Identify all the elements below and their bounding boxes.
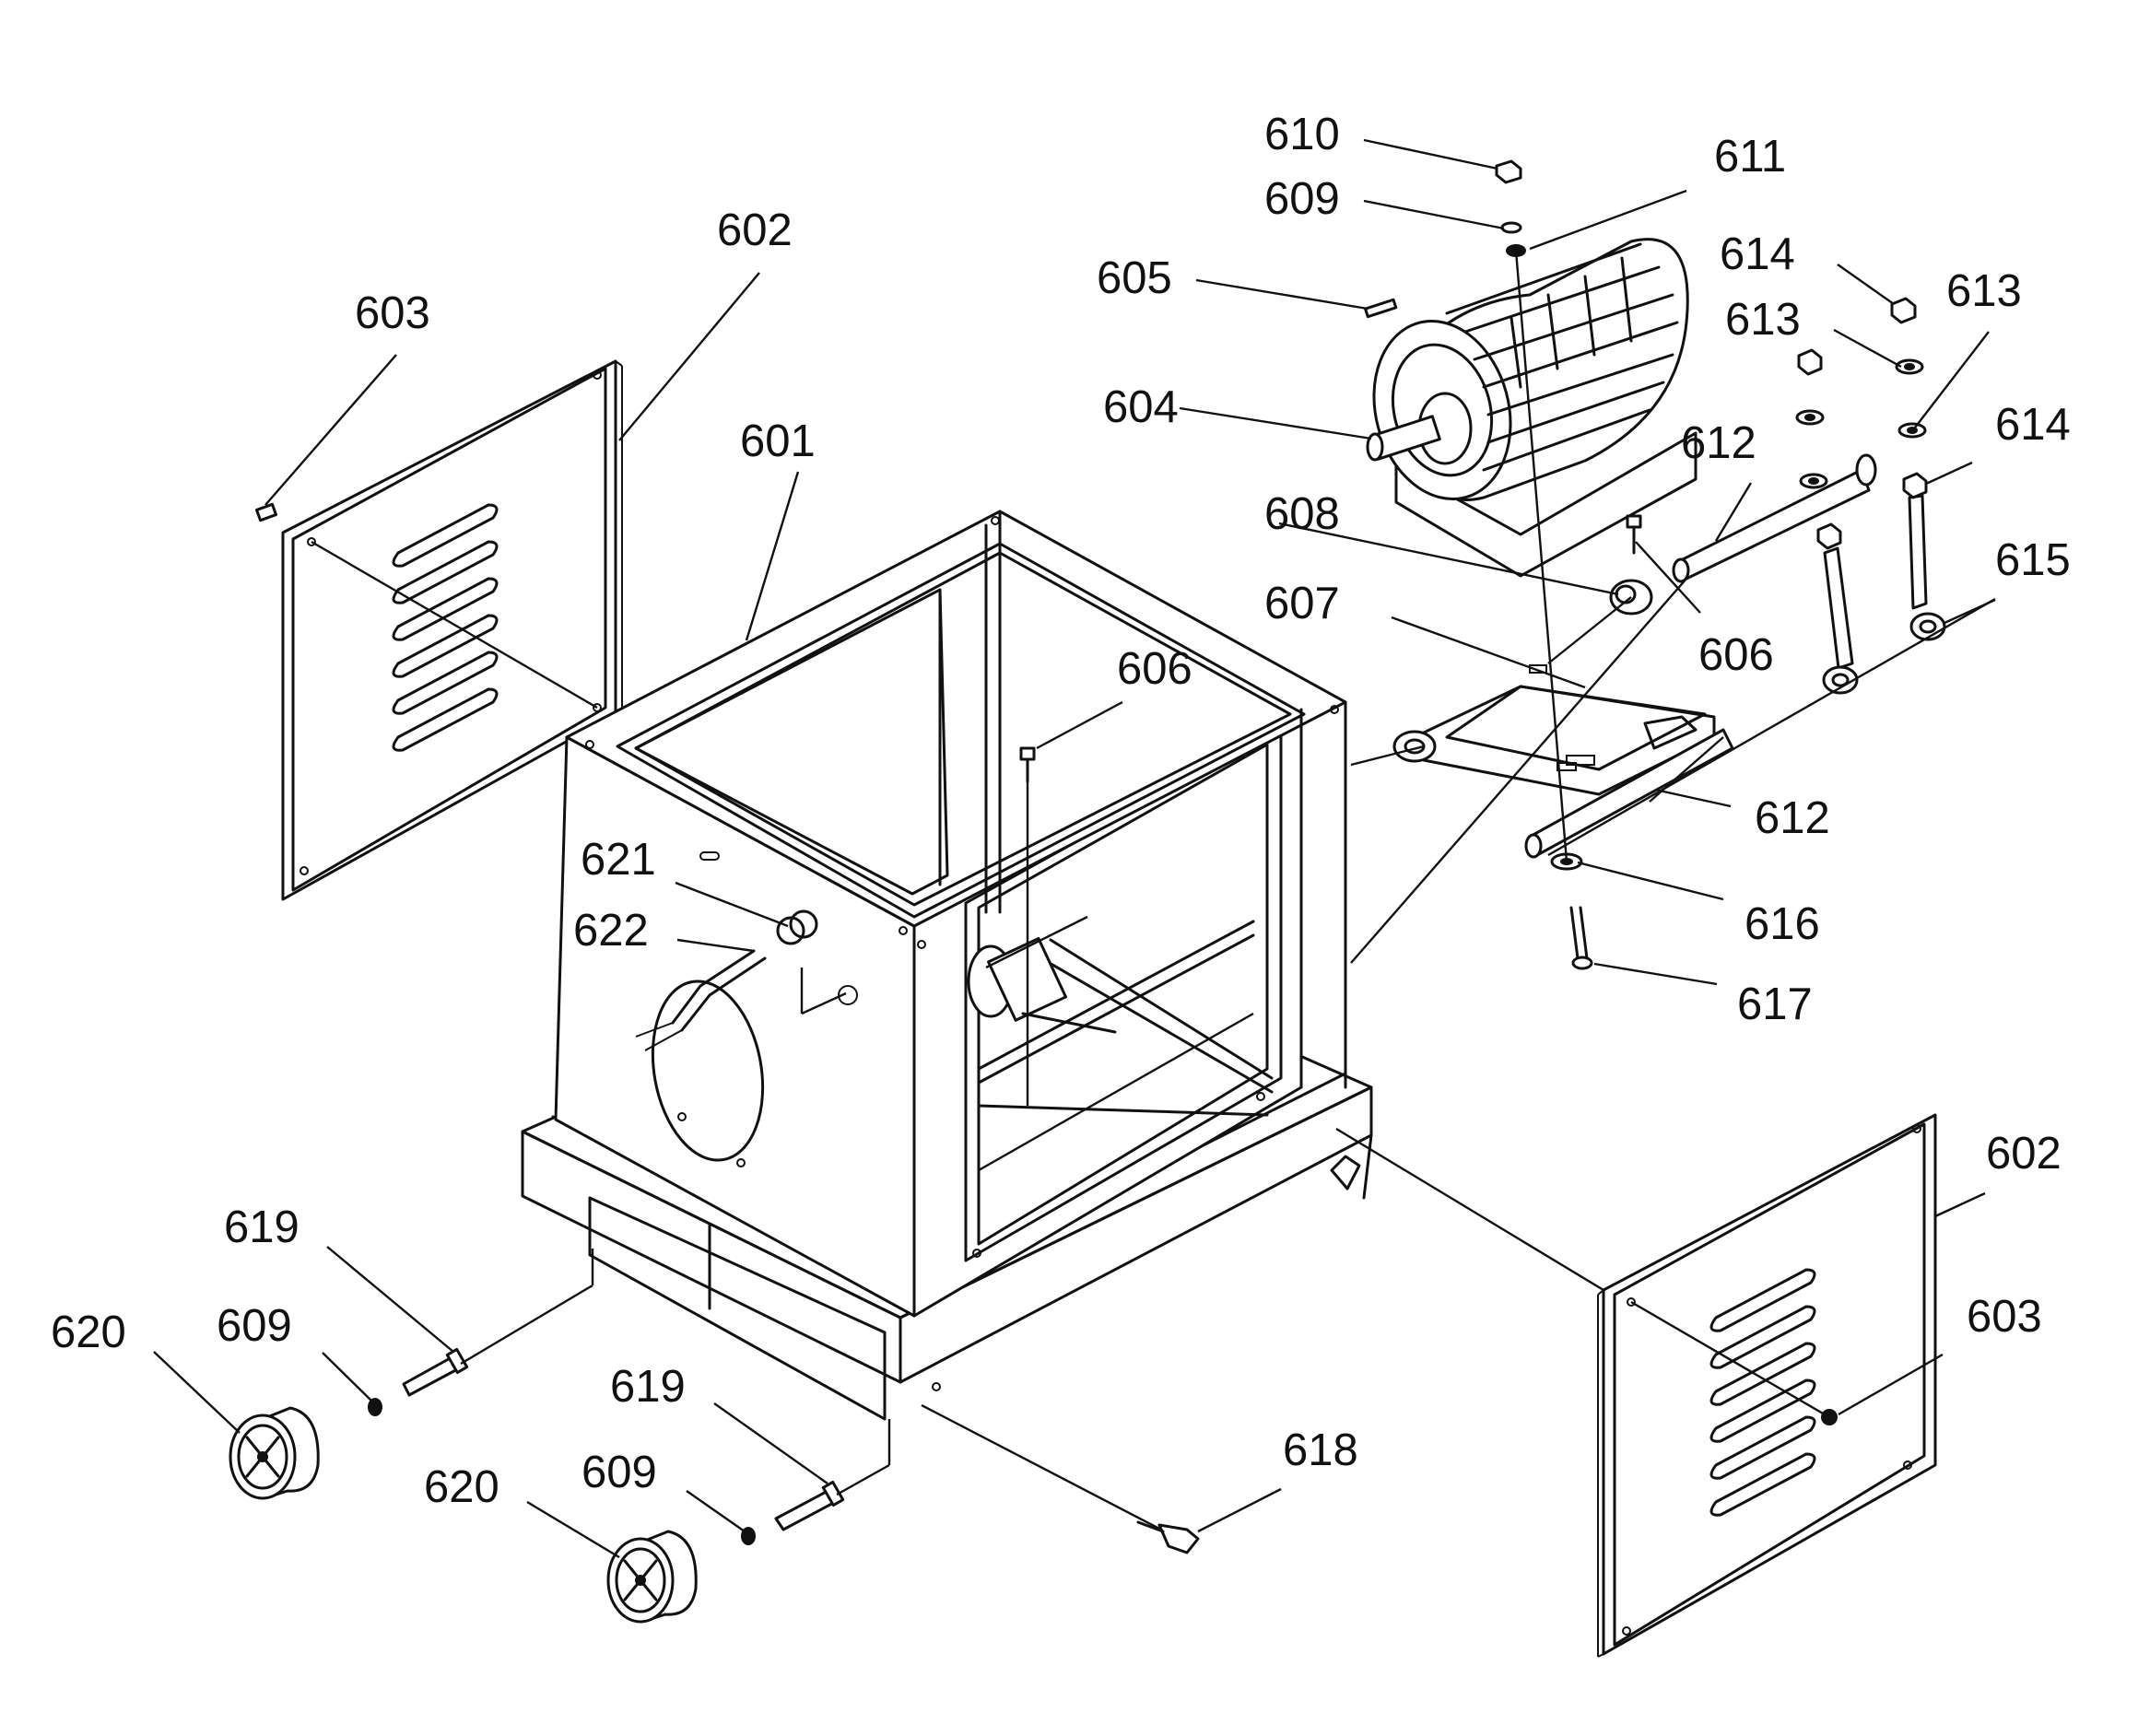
- left-side-panel: [281, 359, 623, 901]
- link-615-right: [1908, 494, 1946, 641]
- callout-617: 617: [1737, 979, 1813, 1029]
- callout-610: 610: [1264, 110, 1340, 159]
- nut-614-top: [1890, 297, 1917, 324]
- callout-609: 609: [581, 1448, 657, 1497]
- motor-604: [1366, 238, 1697, 578]
- callout-612: 612: [1755, 793, 1830, 843]
- motor-mount-plate-607: [1392, 664, 1716, 796]
- callout-603: 603: [1967, 1292, 2042, 1342]
- callout-613: 613: [1946, 266, 2022, 316]
- callout-607: 607: [1264, 579, 1340, 628]
- screw-606-cabinet: [1019, 746, 1036, 783]
- louver-slots-right: [1709, 1268, 1816, 1517]
- callout-614: 614: [1995, 400, 2071, 450]
- callout-602: 602: [1986, 1129, 2062, 1179]
- callout-616: 616: [1744, 899, 1820, 949]
- rod-612-upper: [1672, 468, 1871, 583]
- axle-619-right: [774, 1480, 845, 1531]
- cabinet-frame: [521, 510, 1373, 1421]
- wheel-620-right: [606, 1530, 698, 1624]
- power-cord-622: [635, 949, 767, 1051]
- callout-609: 609: [217, 1301, 292, 1351]
- washer-613-top-right: [1895, 358, 1924, 375]
- nut-left-stack: [1795, 348, 1842, 550]
- leader-lines: [153, 138, 1996, 1559]
- callout-603: 603: [355, 288, 430, 338]
- wheel-620-left: [229, 1406, 320, 1500]
- callout-601: 601: [740, 416, 816, 466]
- callout-620: 620: [424, 1462, 499, 1512]
- callout-605: 605: [1097, 253, 1172, 303]
- callout-604: 604: [1103, 382, 1179, 432]
- washer-613-right-lower: [1897, 422, 1927, 439]
- bolt-head-615: [1855, 453, 1877, 487]
- washer-609-right: [741, 1527, 756, 1545]
- callout-labels: 610 609 611 605 604 614 613 613 614 612 …: [51, 110, 2071, 1512]
- knob-618: [1136, 1520, 1200, 1554]
- callout-602: 602: [717, 205, 793, 255]
- callout-619: 619: [610, 1362, 686, 1412]
- callout-612: 612: [1681, 418, 1756, 468]
- washer-609-left: [368, 1398, 382, 1416]
- callout-622: 622: [573, 906, 649, 956]
- callout-619: 619: [224, 1202, 300, 1252]
- callout-609: 609: [1264, 174, 1340, 224]
- callout-614: 614: [1720, 229, 1795, 279]
- callout-618: 618: [1283, 1425, 1358, 1475]
- screw-603-left: [254, 502, 278, 522]
- axle-619-left: [402, 1347, 469, 1397]
- washer-609-top: [1500, 221, 1522, 234]
- link-615-left: [1822, 546, 1859, 695]
- bolt-617: [1569, 906, 1593, 970]
- callout-606: 606: [1117, 644, 1192, 694]
- callout-606: 606: [1698, 630, 1774, 680]
- callout-621: 621: [581, 835, 656, 885]
- key-605: [1364, 298, 1398, 319]
- right-side-panel: [1597, 1113, 1937, 1658]
- callout-615: 615: [1995, 535, 2071, 585]
- callout-613: 613: [1725, 295, 1801, 345]
- nut-610: [1495, 159, 1522, 184]
- nut-614-right: [1902, 472, 1928, 499]
- callout-620: 620: [51, 1308, 126, 1357]
- callout-611: 611: [1714, 132, 1786, 182]
- louver-slots: [392, 503, 499, 752]
- screw-606-upper: [1626, 514, 1642, 555]
- callout-608: 608: [1264, 489, 1340, 539]
